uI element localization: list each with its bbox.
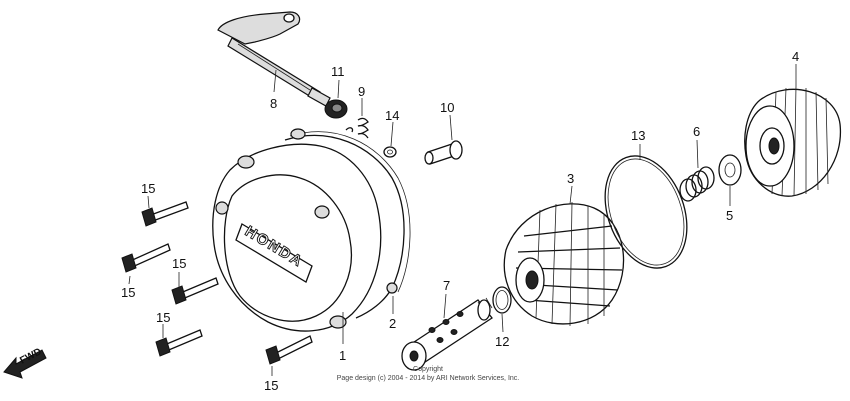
bolt-part-15-d	[155, 329, 203, 357]
leader-6	[696, 139, 699, 169]
part-label-12: 12	[495, 334, 509, 349]
leader-12	[501, 313, 504, 333]
o-ring-part-12	[492, 286, 512, 314]
leader-15-b	[128, 275, 131, 285]
washer-part-14	[383, 146, 397, 158]
part-label-7: 7	[443, 278, 450, 293]
leader-10	[449, 114, 453, 141]
shift-shaft-part-8	[217, 11, 331, 107]
oil-seal-part-11	[324, 99, 348, 119]
part-label-1: 1	[339, 348, 346, 363]
part-label-9: 9	[358, 84, 365, 99]
part-label-15-a: 15	[141, 181, 155, 196]
leader-3	[569, 185, 573, 205]
part-label-11: 11	[331, 64, 345, 79]
leader-11	[337, 79, 340, 99]
center-bolt-part-7	[401, 297, 493, 371]
pin-part-10	[424, 140, 463, 165]
part-label-14: 14	[385, 108, 399, 123]
footer-page-design: Page design (c) 2004 - 2014 by ARI Netwo…	[337, 375, 520, 382]
part-label-10: 10	[440, 100, 454, 115]
washer-part-5	[718, 154, 742, 186]
bolt-part-15-b	[121, 243, 171, 273]
part-label-15-e: 15	[264, 378, 278, 393]
part-label-15-c: 15	[172, 256, 186, 271]
leader-7	[443, 293, 447, 319]
part-label-2: 2	[389, 316, 396, 331]
part-label-8: 8	[270, 96, 277, 111]
part-label-13: 13	[631, 128, 645, 143]
bolt-part-15-e	[265, 335, 313, 365]
forward-arrow: FWD	[3, 346, 47, 379]
part-label-4: 4	[792, 49, 799, 64]
gasket-part-2	[284, 134, 405, 319]
leader-14	[390, 121, 394, 147]
filter-cap-part-3	[503, 201, 625, 327]
part-label-6: 6	[693, 124, 700, 139]
spring-part-9	[345, 117, 369, 139]
part-label-15-b: 15	[121, 285, 135, 300]
leader-15-a	[147, 195, 150, 209]
oil-filter-part-4	[744, 85, 842, 197]
bolt-part-15-c	[171, 277, 219, 305]
leader-8	[273, 69, 277, 93]
spring-part-6	[679, 166, 715, 202]
crankcase-cover-part-1: HONDA	[212, 128, 411, 332]
part-label-15-d: 15	[156, 310, 170, 325]
footer-copyright: Copyright	[413, 366, 443, 373]
part-label-3: 3	[567, 171, 574, 186]
part-label-5: 5	[726, 208, 733, 223]
bolt-part-15-a	[141, 201, 189, 227]
o-ring-part-13	[604, 155, 688, 269]
